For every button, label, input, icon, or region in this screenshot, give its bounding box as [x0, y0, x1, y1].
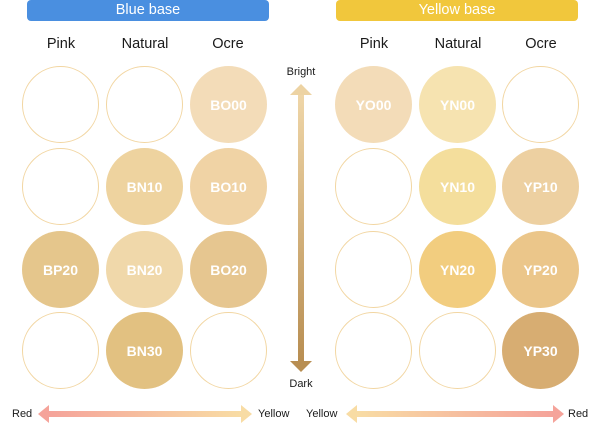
swatch-bn20: BN20	[106, 231, 183, 308]
swatch-yn20: YN20	[419, 231, 496, 308]
empty-swatch-pink-blue-row1	[22, 66, 99, 143]
empty-swatch-pink-blue-row4	[22, 312, 99, 389]
yellow-base-banner: Yellow base	[336, 0, 578, 21]
column-header-natural-blue: Natural	[121, 36, 169, 52]
empty-swatch-natural-yellow-row4	[419, 312, 496, 389]
empty-swatch-pink-yellow-row3	[335, 231, 412, 308]
column-header-ocre-blue: Ocre	[212, 36, 244, 52]
empty-swatch-pink-yellow-row2	[335, 148, 412, 225]
swatch-bp20: BP20	[22, 231, 99, 308]
left-arrow-end-label: Yellow	[258, 408, 290, 420]
swatch-yp10: YP10	[502, 148, 579, 225]
left-arrow-start-label: Red	[12, 408, 33, 420]
swatch-yp20: YP20	[502, 231, 579, 308]
bright-dark-arrow	[290, 84, 312, 372]
swatch-bn10: BN10	[106, 148, 183, 225]
swatch-bo00: BO00	[190, 66, 267, 143]
right-arrow-end-label: Red	[568, 408, 589, 420]
dark-label: Dark	[289, 378, 313, 390]
swatch-bn30: BN30	[106, 312, 183, 389]
empty-swatch-pink-blue-row2	[22, 148, 99, 225]
empty-swatch-natural-blue-row1	[106, 66, 183, 143]
column-header-natural-yellow: Natural	[434, 36, 482, 52]
swatch-yo00: YO00	[335, 66, 412, 143]
right-arrow-start-label: Yellow	[306, 408, 338, 420]
yellow-red-arrow-right	[346, 405, 564, 423]
empty-swatch-ocre-yellow-row1	[502, 66, 579, 143]
swatch-bo20: BO20	[190, 231, 267, 308]
bright-label: Bright	[286, 66, 316, 78]
column-header-pink-blue: Pink	[46, 36, 76, 52]
column-header-pink-yellow: Pink	[359, 36, 389, 52]
red-yellow-arrow-left	[38, 405, 252, 423]
empty-swatch-ocre-blue-row4	[190, 312, 267, 389]
swatch-yn10: YN10	[419, 148, 496, 225]
swatch-yn00: YN00	[419, 66, 496, 143]
swatch-bo10: BO10	[190, 148, 267, 225]
empty-swatch-pink-yellow-row4	[335, 312, 412, 389]
blue-base-banner: Blue base	[27, 0, 269, 21]
swatch-yp30: YP30	[502, 312, 579, 389]
column-header-ocre-yellow: Ocre	[525, 36, 557, 52]
